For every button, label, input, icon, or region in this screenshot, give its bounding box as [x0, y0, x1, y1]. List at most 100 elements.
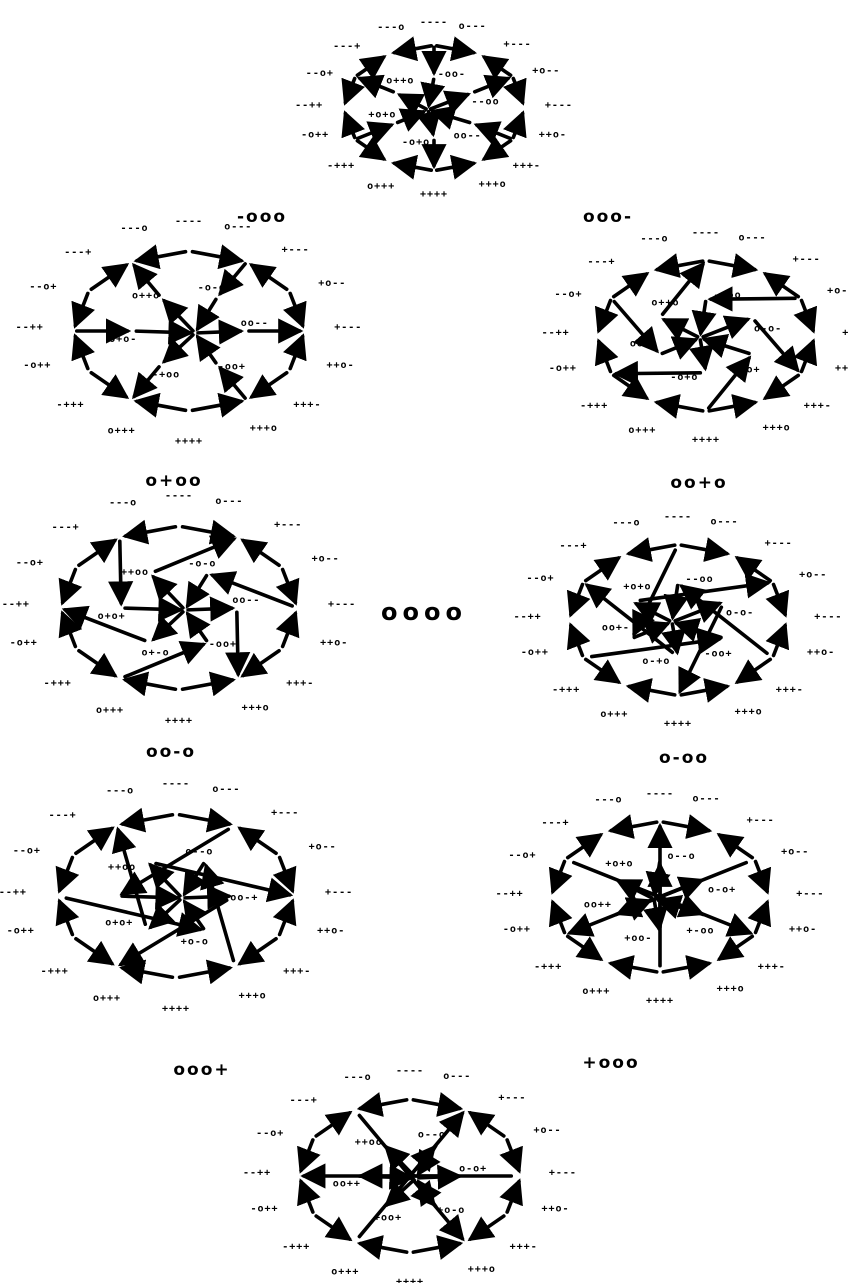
vertex-label: ++o-: [317, 926, 345, 937]
edge-arrow: [252, 373, 287, 397]
vertex-label: +o--: [533, 1125, 561, 1136]
vertex-label: -+++: [580, 400, 608, 411]
vertex-label: -+++: [57, 399, 85, 410]
vertex-label: --++: [243, 1167, 271, 1178]
edge-arrow: [774, 585, 786, 615]
inner-vertex-label: o-o-: [726, 607, 754, 618]
edge-arrow: [60, 858, 73, 891]
inner-vertex-label: -oo+: [218, 361, 246, 372]
vertex-label: -o++: [7, 926, 35, 937]
inner-vertex-label: o+o+: [105, 917, 133, 928]
edge-arrow: [709, 402, 754, 410]
edge-arrow: [76, 939, 112, 964]
vertex-label: +---: [545, 100, 573, 111]
edge-arrow: [738, 558, 771, 581]
edge-arrow: [766, 375, 799, 398]
edge-arrow: [398, 112, 424, 123]
vertex-label: +o--: [781, 847, 809, 858]
vertex-label: +o--: [318, 278, 346, 289]
vertex-label: ----: [162, 779, 190, 790]
vertex-label: +++-: [286, 678, 314, 689]
vertex-label: -+++: [327, 161, 355, 172]
edge-arrow: [571, 585, 583, 615]
vertex-label: --o+: [306, 68, 334, 79]
vertex-label: +o--: [309, 842, 337, 853]
vertex-label: ----: [664, 511, 692, 522]
edge-arrow: [428, 112, 433, 134]
inner-vertex-label: --oo: [472, 97, 500, 108]
edge-arrow: [252, 265, 287, 289]
vertex-label: +++o: [468, 1264, 496, 1275]
edge-arrow: [802, 342, 814, 372]
vertex-label: ---+: [587, 256, 615, 267]
edge-arrow: [290, 293, 302, 325]
vertex-label: -+++: [44, 678, 72, 689]
edge-arrow: [183, 527, 233, 536]
edge-arrow: [571, 626, 583, 656]
vertex-label: o---: [443, 1071, 471, 1082]
inner-vertex-label: +-oo: [686, 925, 714, 936]
edge-arrow: [586, 659, 619, 682]
edge-arrow: [611, 963, 656, 971]
inner-vertex-label: +oo-: [624, 933, 652, 944]
edge-arrow: [664, 320, 697, 337]
vertex-label: ----: [396, 1066, 424, 1077]
edge-arrow: [766, 274, 799, 297]
vertex-label: ----: [175, 216, 203, 227]
inner-vertex-label: o+-o: [142, 647, 170, 658]
edge-arrow: [720, 936, 753, 959]
inner-vertex-label: +o+o: [623, 582, 651, 593]
vertex-label: ---+: [64, 247, 92, 258]
vertex-label: +++o: [250, 423, 278, 434]
vertex-label: --o+: [527, 573, 555, 584]
edge-arrow: [484, 57, 510, 75]
vertex-label: ---+: [559, 540, 587, 551]
edge-arrow: [599, 342, 611, 372]
inner-vertex-label: +o-o: [437, 1205, 465, 1216]
vertex-label: -o++: [503, 924, 531, 935]
inner-vertex-label: o++o: [132, 291, 160, 302]
edge-arrow: [484, 141, 510, 159]
inner-vertex-label: o--o: [185, 847, 213, 858]
edge-arrow: [471, 1216, 504, 1239]
edge-arrow: [243, 651, 279, 676]
vertex-label: +++o: [479, 179, 507, 190]
panel-caption: ooo-: [583, 207, 633, 227]
edge-arrow: [137, 401, 186, 410]
edge-arrow: [553, 903, 565, 933]
edge-arrow: [437, 163, 474, 170]
vertex-label: o---: [212, 784, 240, 795]
edge-arrow: [122, 896, 177, 898]
vertex-label: +---: [814, 611, 842, 622]
edge-arrow: [705, 339, 749, 353]
edge-arrow: [60, 902, 73, 935]
vertex-label: --++: [542, 327, 570, 338]
vertex-label: -+++: [534, 961, 562, 972]
inner-vertex-label: +o+o: [605, 859, 633, 870]
edge-arrow: [611, 822, 656, 830]
vertex-label: --o+: [13, 845, 41, 856]
inner-vertex-label: o+o-: [109, 334, 137, 345]
edge-arrow: [513, 114, 522, 138]
vertex-label: -o++: [521, 647, 549, 658]
vertex-label: o+++: [108, 425, 136, 436]
edge-arrow: [154, 612, 183, 639]
zonohedron-panel: ----o---+---+o--+---++o-+++-+++o++++o+++…: [16, 216, 363, 447]
vertex-label: ++++: [165, 715, 193, 726]
edge-arrow: [316, 1216, 349, 1239]
vertex-label: +---: [793, 254, 821, 265]
vertex-label: --o+: [16, 557, 44, 568]
vertex-label: --++: [295, 100, 323, 111]
vertex-label: +---: [328, 599, 356, 610]
vertex-label: +o--: [827, 286, 849, 297]
edge-arrow: [198, 337, 216, 363]
vertex-label: ---o: [109, 497, 137, 508]
inner-vertex-label: o++o: [651, 298, 679, 309]
edge-arrow: [185, 864, 204, 894]
inner-vertex-label: oo++: [333, 1179, 361, 1190]
vertex-label: o+++: [367, 181, 395, 192]
panel-caption: oo-o: [146, 742, 196, 762]
vertex-label: ---+: [333, 41, 361, 52]
edge-arrow: [198, 299, 216, 328]
vertex-label: +---: [282, 244, 310, 255]
